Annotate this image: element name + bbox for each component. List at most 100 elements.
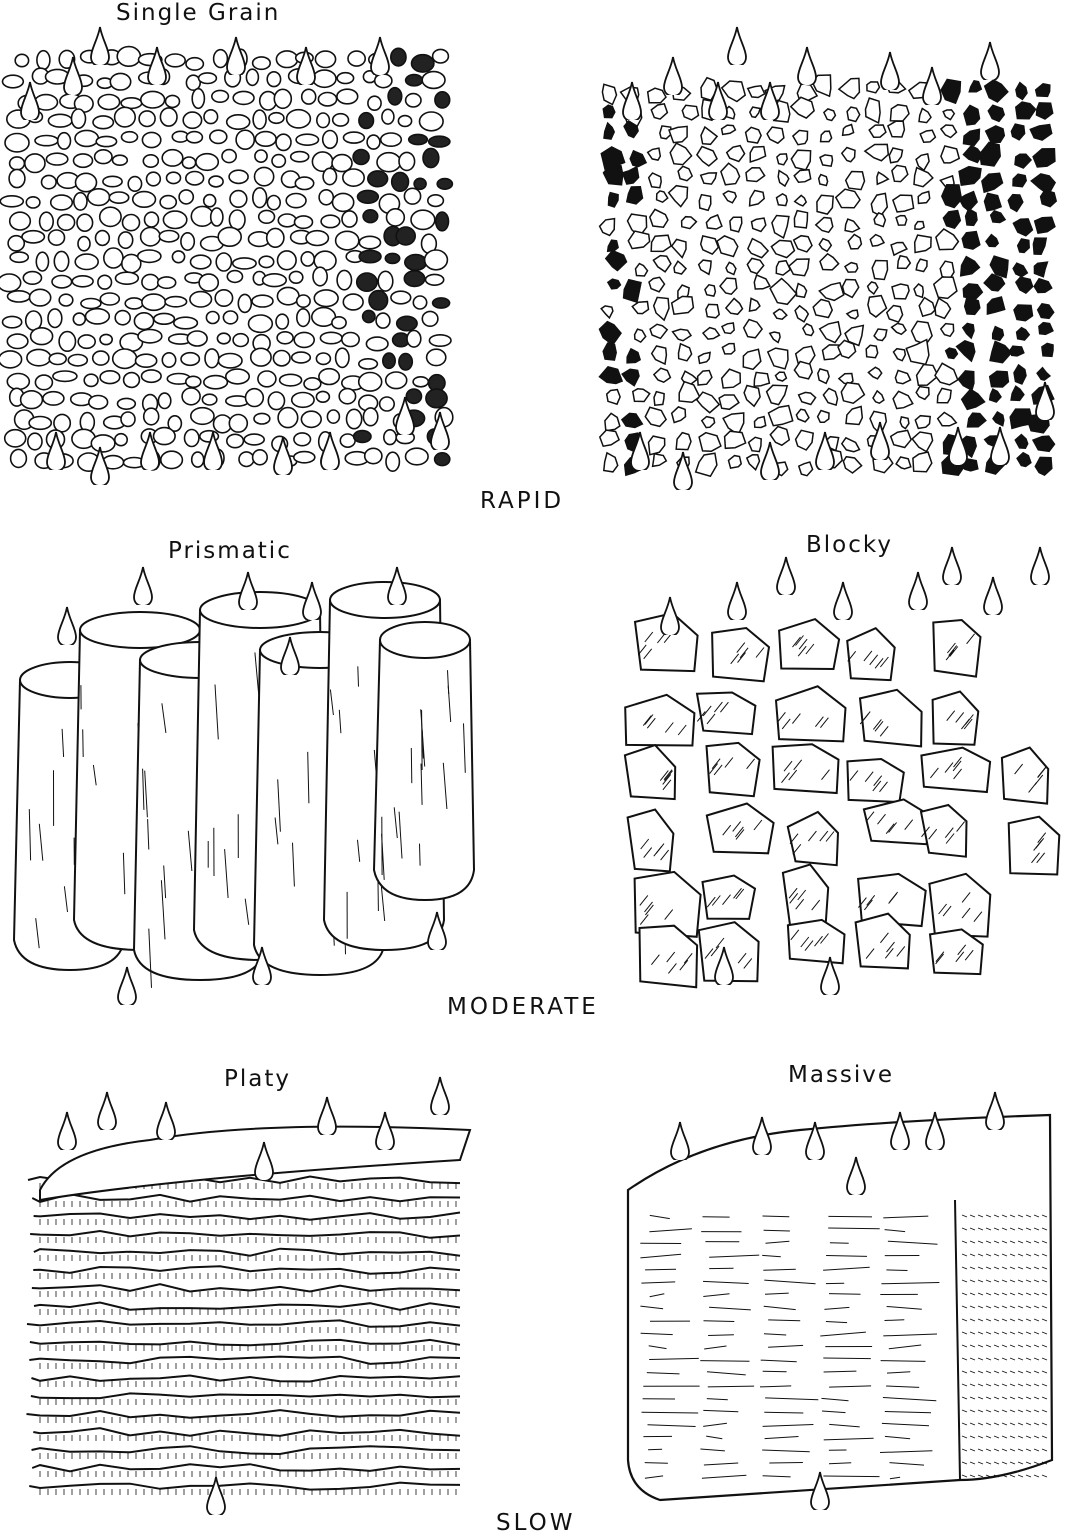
crumb: [697, 147, 717, 166]
crumb: [748, 239, 768, 258]
crumb: [958, 371, 974, 390]
crumb: [796, 430, 814, 450]
crumb: [843, 457, 861, 473]
grain: [49, 230, 65, 245]
grain: [52, 276, 72, 288]
grain: [29, 289, 50, 306]
water-drop-icon: [227, 37, 245, 76]
grain: [343, 294, 363, 310]
crumb: [678, 166, 692, 180]
grain: [384, 430, 396, 445]
prism-hatch: [358, 666, 359, 686]
prism-hatch: [411, 748, 412, 783]
block: [779, 619, 839, 669]
grain: [381, 133, 402, 146]
crumb: [746, 127, 762, 143]
crumb: [679, 344, 692, 361]
grain: [409, 134, 428, 144]
grain: [399, 354, 412, 370]
grain: [26, 197, 40, 208]
water-drop-icon: [798, 47, 816, 86]
grain: [5, 134, 29, 152]
massive-line: [645, 1463, 668, 1464]
grain: [0, 196, 23, 207]
grain: [158, 277, 176, 288]
crumb: [918, 192, 930, 204]
grain: [398, 116, 411, 127]
grain: [267, 72, 280, 87]
crumb: [727, 146, 745, 162]
grain: [78, 237, 90, 251]
crumb: [699, 260, 711, 274]
grain: [294, 433, 311, 446]
grain: [229, 415, 247, 433]
grain: [159, 231, 178, 242]
grain: [278, 408, 298, 428]
water-drop-icon: [148, 47, 166, 86]
crumb: [873, 391, 884, 403]
grain: [142, 370, 162, 382]
crumb: [892, 323, 906, 334]
grain: [406, 389, 421, 403]
grain: [291, 152, 309, 162]
crumb: [891, 430, 911, 447]
crumb: [959, 167, 981, 186]
grain: [377, 153, 401, 172]
grain: [199, 73, 217, 84]
crumb: [672, 239, 686, 257]
grain: [113, 349, 137, 368]
grain: [316, 391, 329, 402]
crumb: [799, 392, 816, 404]
grain: [333, 193, 354, 211]
crumb: [991, 211, 1005, 223]
crumb: [676, 433, 691, 450]
grain: [358, 190, 379, 203]
grain: [28, 433, 42, 450]
crumb: [847, 310, 858, 319]
crumb: [934, 277, 957, 298]
crumb: [848, 235, 861, 249]
crumb: [672, 407, 686, 423]
grain: [98, 95, 119, 110]
grain: [37, 51, 50, 70]
crumb: [722, 81, 745, 102]
crumb: [633, 389, 650, 402]
grain: [313, 267, 327, 286]
block: [773, 744, 839, 793]
crumb: [799, 462, 813, 476]
water-drop-icon: [728, 582, 746, 621]
grain: [141, 91, 165, 108]
crumb: [697, 392, 719, 413]
grain: [142, 274, 159, 289]
grain: [255, 132, 276, 147]
grain: [23, 272, 41, 285]
crumb: [914, 168, 933, 187]
water-drop-icon: [134, 567, 152, 606]
water-drop-icon: [58, 607, 76, 646]
crumb: [789, 259, 809, 276]
grain: [385, 253, 399, 263]
crumb: [919, 298, 935, 317]
crumb: [703, 328, 719, 340]
crumb: [1035, 457, 1052, 475]
water-drop-icon: [58, 1112, 76, 1151]
crumb: [778, 171, 789, 186]
grain: [210, 130, 227, 143]
grain: [359, 113, 374, 129]
crumb: [776, 261, 790, 275]
water-drop-icon: [984, 577, 1002, 616]
massive-side-line: [1034, 1475, 1039, 1477]
grain: [227, 271, 242, 283]
grain: [121, 412, 135, 426]
massive-side-line: [1010, 1475, 1015, 1477]
crumb: [702, 417, 715, 428]
block: [933, 692, 979, 745]
grain: [115, 311, 130, 325]
grain: [365, 448, 382, 463]
grain: [249, 315, 273, 332]
block: [628, 810, 674, 872]
grain: [239, 452, 254, 467]
prism-hatch: [420, 844, 421, 866]
grain: [40, 212, 54, 231]
grain: [138, 250, 161, 262]
